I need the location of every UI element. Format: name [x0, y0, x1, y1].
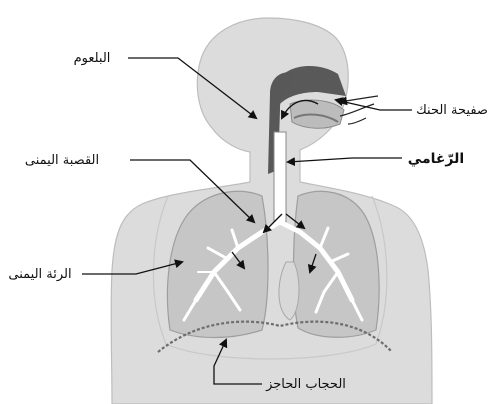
label-right-lung: الرئة اليمنى — [8, 267, 71, 282]
body-silhouette — [111, 18, 432, 404]
label-trachea: الرّغامي — [408, 151, 464, 167]
trachea-tube — [274, 132, 286, 222]
label-pharynx: البلعوم — [74, 51, 111, 66]
trachea-leader — [288, 158, 402, 162]
label-right-bronchus: القصبة اليمنى — [25, 153, 99, 168]
label-soft-palate: صفيحة الحنك — [416, 103, 488, 118]
heart-notch — [279, 262, 299, 320]
soft-palate-leader — [336, 100, 412, 110]
label-diaphragm: الحجاب الحاجز — [265, 377, 346, 392]
